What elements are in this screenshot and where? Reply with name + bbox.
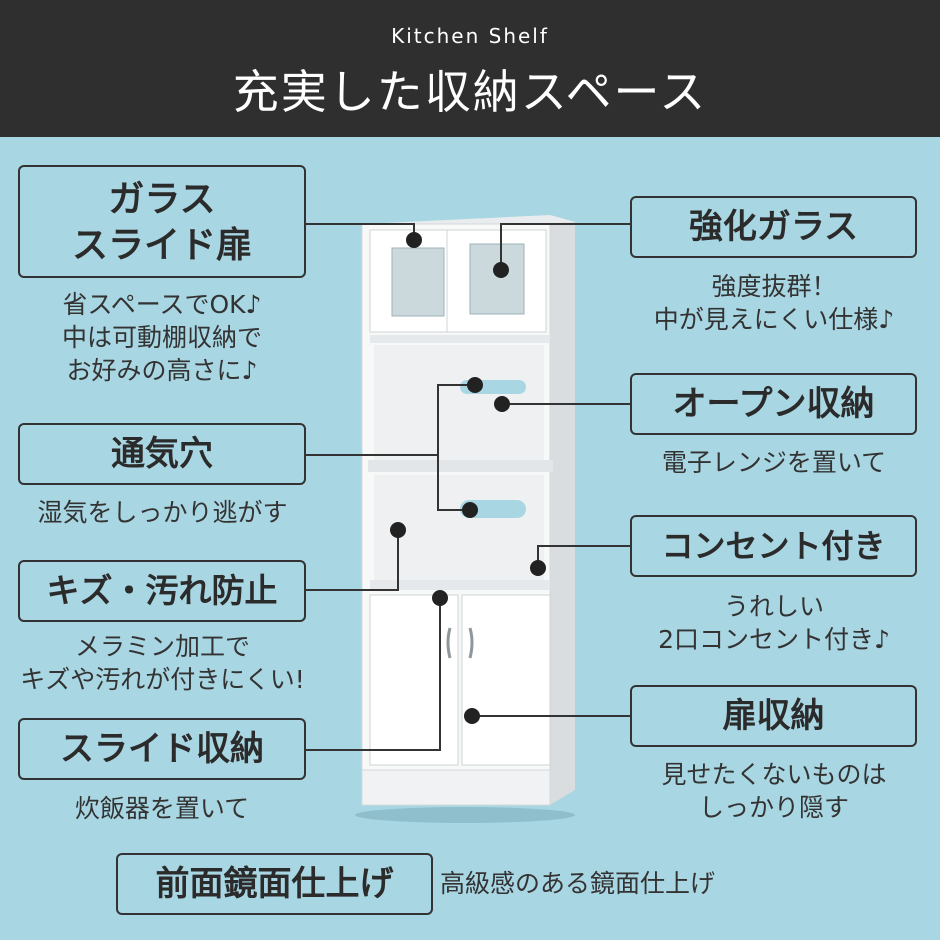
label-door-storage: 扉収納	[630, 685, 917, 747]
shelf-board-1	[370, 335, 550, 343]
desc-door-storage: 見せたくないものは しっかり隠す	[661, 760, 887, 822]
header-banner: Kitchen Shelf 充実した収納スペース	[0, 0, 940, 137]
desc-vent-hole: 湿気をしっかり逃がす	[37, 498, 288, 527]
lower-door-right	[461, 594, 551, 766]
desc-glass-slide-door: 省スペースでOK♪ 中は可動棚収納で お好みの高さに♪	[61, 290, 262, 385]
lower-door-left	[369, 594, 459, 766]
cabinet-side-panel	[550, 215, 575, 805]
shelf-board-2	[370, 580, 550, 590]
label-mirror-finish: 前面鏡面仕上げ	[116, 853, 433, 915]
desc-slide-storage: 炊飯器を置いて	[74, 794, 250, 823]
desc-open-storage: 電子レンジを置いて	[661, 448, 887, 477]
label-glass-slide-line1: ガラス	[108, 179, 216, 220]
label-slide-storage: スライド収納	[18, 718, 306, 780]
label-vent-hole: 通気穴	[18, 423, 306, 485]
glass-pane-right	[469, 243, 525, 315]
door-handle-right	[468, 627, 474, 659]
open-storage-upper	[374, 345, 544, 460]
floor-shadow	[355, 807, 575, 823]
desc-mirror-finish: 高級感のある鏡面仕上げ	[440, 869, 716, 898]
glass-pane-left	[391, 247, 445, 317]
label-open-storage: オープン収納	[630, 373, 917, 435]
leader-lines	[306, 223, 630, 751]
label-outlet: コンセント付き	[630, 515, 917, 577]
pointer-dots	[390, 232, 546, 724]
header-subtitle: Kitchen Shelf	[391, 24, 549, 48]
desc-outlet: うれしい 2口コンセント付き♪	[658, 592, 890, 654]
label-glass-slide-line2: スライド扉	[71, 225, 252, 266]
header-title: 充実した収納スペース	[232, 65, 708, 119]
desc-tempered-glass: 強度抜群！ 中が見えにくい仕様♪	[653, 272, 895, 334]
door-handle-left	[446, 627, 452, 659]
label-scratch-resist: キズ・汚れ防止	[18, 560, 306, 622]
label-glass-slide-door: ガラス スライド扉	[18, 165, 306, 278]
desc-scratch-resist: メラミン加工で キズや汚れが付きにくい!	[20, 632, 305, 694]
cabinet-plinth	[361, 769, 551, 806]
slide-shelf-board	[368, 460, 553, 472]
label-tempered-glass: 強化ガラス	[630, 196, 917, 258]
